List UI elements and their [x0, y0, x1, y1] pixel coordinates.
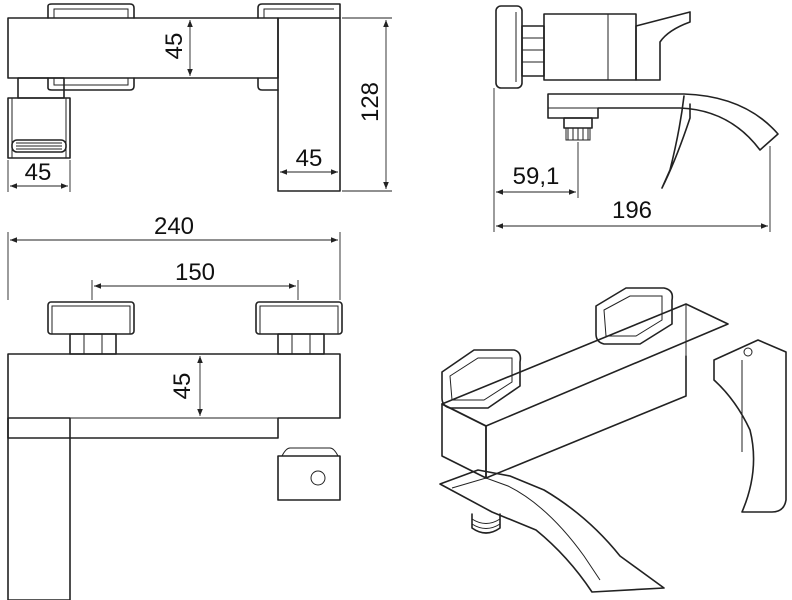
- top-right-cap: [257, 3, 341, 19]
- wall-flange: [495, 5, 523, 89]
- front-right-flange: [255, 301, 343, 335]
- dim-total-height: 128: [357, 82, 384, 122]
- dim-top-aerator-width: 45: [25, 159, 52, 186]
- top-body-outline: [7, 17, 279, 79]
- right-side-view: 59,1 196: [493, 5, 779, 232]
- front-lever-plate: [7, 417, 71, 600]
- inlet-nut: [521, 25, 545, 77]
- front-left-nut: [69, 333, 117, 355]
- top-outlet-stub: [17, 77, 65, 99]
- top-left-cap: [47, 3, 135, 19]
- iso-back-handle: [595, 287, 674, 345]
- side-handle-tail: [661, 95, 691, 189]
- dim-front-center-distance: 150: [175, 259, 215, 286]
- iso-spout: [439, 469, 665, 593]
- side-spout: [547, 93, 779, 151]
- iso-bar-end: [441, 403, 487, 479]
- top-view: 45 45 45 128: [7, 3, 392, 192]
- side-lever: [635, 11, 691, 81]
- side-body-block: [543, 13, 637, 81]
- dim-front-body-height: 45: [169, 373, 196, 400]
- dim-total-depth: 196: [612, 197, 652, 224]
- dim-front-total-width: 240: [154, 213, 194, 240]
- side-spout-body: [277, 17, 341, 192]
- front-view: 240 150 45: [7, 213, 343, 600]
- iso-front-handle: [441, 349, 522, 409]
- iso-outlet-thread: [471, 513, 501, 534]
- iso-lever: [713, 339, 787, 513]
- dim-inlet-offset: 59,1: [513, 163, 560, 190]
- dim-top-body-height: 45: [161, 33, 188, 60]
- dim-side-body-width: 45: [296, 145, 323, 172]
- isometric-view: [439, 287, 787, 593]
- top-aerator: [7, 97, 71, 159]
- front-right-nut: [277, 333, 325, 355]
- front-spout-outlet: [277, 455, 341, 501]
- side-outlet-thread: [563, 117, 593, 129]
- front-left-flange: [47, 301, 135, 335]
